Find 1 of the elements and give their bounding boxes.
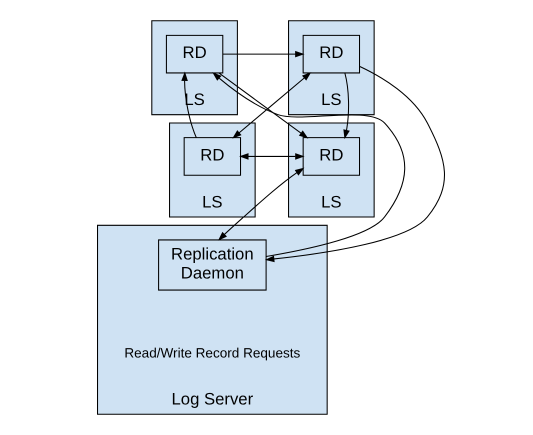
label: Read/Write Record Requests [124, 345, 300, 360]
